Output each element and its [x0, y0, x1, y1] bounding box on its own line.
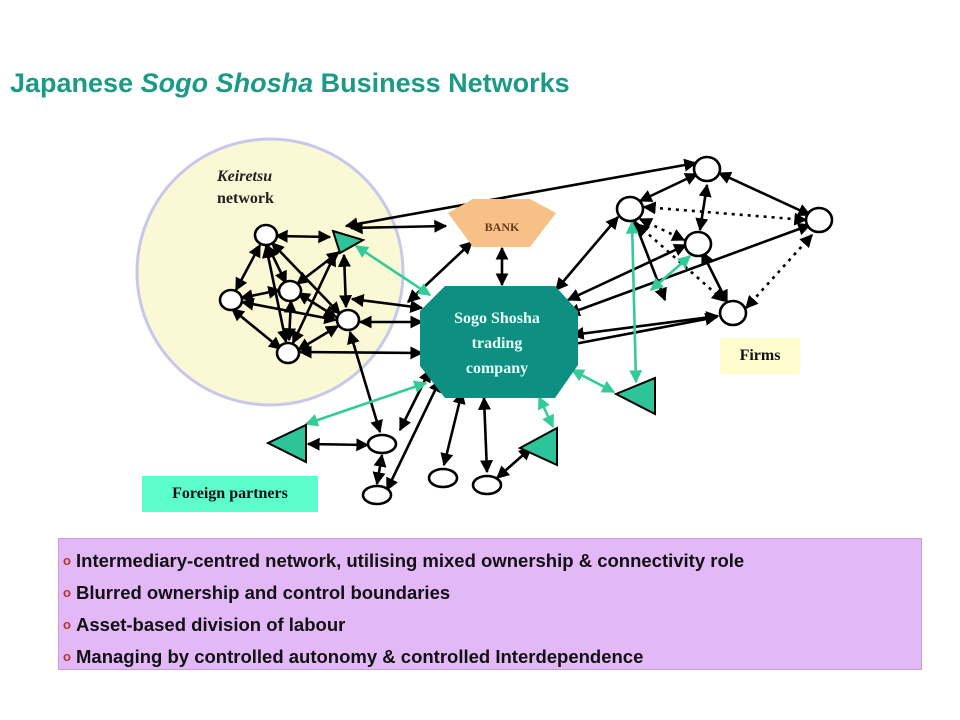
bullet-item: o Intermediary-centred network, utilising… — [59, 545, 921, 577]
firm-node — [683, 230, 713, 258]
sogo-label-line1: Sogo Shosha — [454, 310, 540, 327]
foreign-partner-triangles — [265, 229, 656, 467]
foreign-links — [304, 220, 691, 429]
bullet-item: o Managing by controlled autonomy & contr… — [59, 641, 921, 673]
triangle-keiretsu — [331, 229, 366, 255]
key-points-box: o Intermediary-centred network, utilising… — [58, 538, 922, 670]
bullet-marker-icon: o — [63, 649, 71, 664]
bullet-marker-icon: o — [63, 585, 71, 600]
firm-node — [692, 155, 722, 183]
triangle-bottom — [517, 426, 558, 467]
firm-node — [253, 223, 279, 247]
firm-node — [361, 484, 393, 506]
bullet-item: o Asset-based division of labour — [59, 609, 921, 641]
firm-node — [471, 474, 503, 496]
title-part3: Business Networks — [313, 68, 570, 98]
bullet-marker-icon: o — [63, 617, 71, 632]
sogo-label-line3: company — [466, 360, 528, 377]
page-title: Japanese Sogo Shosha Business Networks — [10, 68, 570, 99]
bullet-item: o Blurred ownership and control boundarie… — [59, 577, 921, 609]
firm-node — [218, 288, 244, 312]
firm-node — [804, 206, 834, 234]
bullet-text: Managing by controlled autonomy & contro… — [76, 646, 644, 667]
firms-label-box: Firms — [720, 338, 800, 374]
foreign-partners-label-box: Foreign partners — [142, 476, 318, 512]
firm-nodes — [218, 155, 834, 506]
sogo-shosha-octagon — [420, 286, 578, 398]
firm-node — [335, 308, 361, 332]
firm-node — [277, 279, 303, 303]
firm-node — [718, 299, 748, 327]
firm-node — [427, 467, 459, 489]
bullet-text: Blurred ownership and control boundaries — [76, 582, 451, 603]
firm-node — [366, 433, 398, 455]
keiretsu-label-line2: network — [217, 190, 274, 207]
title-part2: Sogo Shosha — [140, 68, 314, 98]
bullet-marker-icon: o — [63, 553, 71, 568]
keiretsu-label: Keiretsu network — [217, 166, 274, 210]
bullet-text: Intermediary-centred network, utilising … — [76, 550, 745, 571]
triangle-right — [613, 376, 656, 416]
firm-node — [615, 195, 645, 223]
triangle-left — [265, 423, 307, 464]
bullet-text: Asset-based division of labour — [76, 614, 346, 635]
title-part1: Japanese — [10, 68, 141, 98]
bank-shape — [448, 199, 556, 247]
keiretsu-label-line1: Keiretsu — [217, 168, 273, 185]
bank-label: BANK — [485, 220, 520, 234]
sogo-label-line2: trading — [472, 335, 523, 352]
firm-node — [275, 341, 301, 365]
